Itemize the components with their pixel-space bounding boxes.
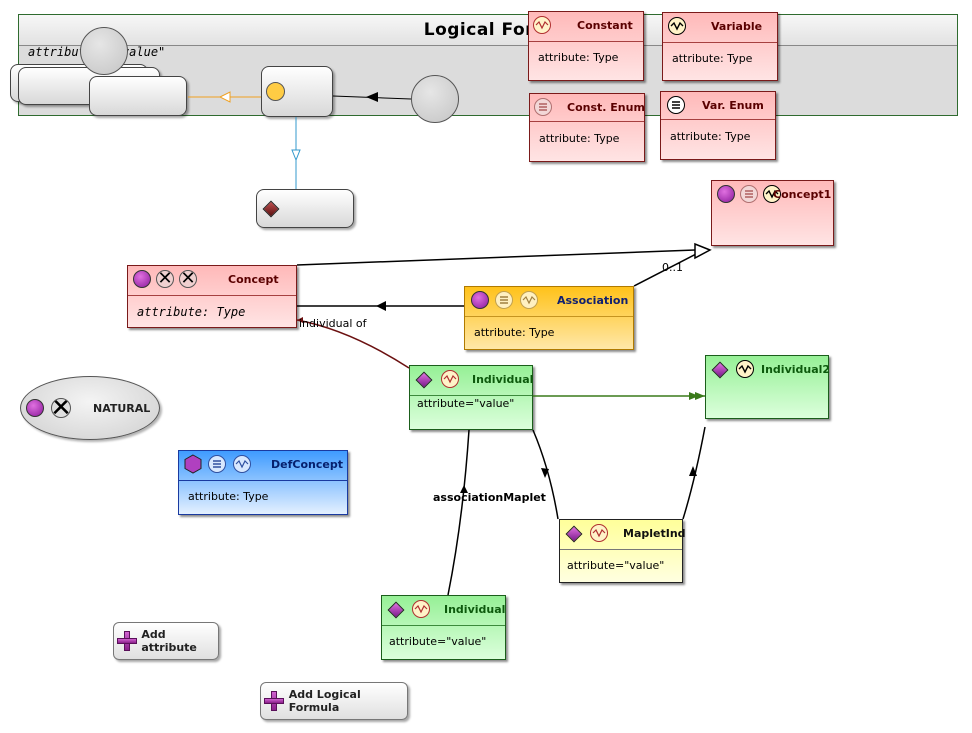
wave-icon: [520, 291, 538, 309]
generalization-link[interactable]: [296, 249, 696, 266]
concept1-title: Concept1: [773, 188, 832, 201]
palette-constant-card[interactable]: Constant attribute: Type: [528, 11, 644, 81]
list-icon: [667, 96, 685, 114]
individual-bottom-node[interactable]: Individual attribute="value": [381, 595, 506, 660]
mapletind-arrowhead: [541, 468, 549, 478]
hexagon-icon: [184, 454, 202, 474]
individual-of-link[interactable]: [296, 319, 410, 369]
formula-circle-node[interactable]: [80, 27, 128, 75]
formula-operator-box[interactable]: [261, 66, 333, 117]
individual-bottom-attribute: attribute="value": [389, 635, 487, 648]
concept-node[interactable]: ✕ ✕ Concept attribute: Type: [127, 265, 297, 328]
formula-stack-box-1[interactable]: [89, 76, 187, 116]
mapletind-title: MapletInd: [623, 527, 686, 540]
palette-variable-title: Variable: [711, 20, 763, 33]
natural-title: NATURAL: [93, 402, 151, 415]
mapletind-attribute: attribute="value": [567, 559, 665, 572]
list-icon: [740, 185, 758, 203]
wave-icon: [233, 455, 251, 473]
concept-circle-icon: [717, 185, 735, 203]
green-arrowhead-1: [695, 392, 705, 400]
palette-variable-card[interactable]: Variable attribute: Type: [662, 12, 778, 81]
add-attribute-label: Add attribute: [141, 628, 197, 654]
formula-leaf-box[interactable]: [256, 189, 354, 228]
natural-datatype-node[interactable]: ✕ NATURAL: [20, 376, 160, 440]
palette-const-enum-title: Const. Enum: [567, 101, 645, 114]
wave-icon: [441, 370, 459, 388]
individual-attribute: attribute="value": [417, 397, 515, 410]
add-logical-formula-label: Add Logical Formula: [288, 688, 361, 714]
association-maplet-label: associationMaplet: [433, 491, 546, 504]
orange-link-arrowhead: [218, 91, 231, 103]
palette-var-enum-title: Var. Enum: [702, 99, 764, 112]
disabled-list-icon: ✕: [156, 270, 174, 288]
wave-icon: [763, 185, 781, 203]
mapletind-node[interactable]: MapletInd attribute="value": [559, 519, 686, 583]
green-arrowhead-2: [689, 392, 699, 400]
concept-circle-icon: [26, 399, 44, 417]
add-attribute-button[interactable]: Add attribute: [113, 622, 219, 660]
list-icon: [534, 98, 552, 116]
individual-of-arrowhead: [297, 317, 303, 323]
individual2-arrowhead: [689, 466, 697, 476]
wave-icon: [533, 16, 551, 34]
association-attribute: attribute: Type: [474, 326, 555, 339]
defconcept-attribute: attribute: Type: [188, 490, 269, 503]
palette-const-enum-attribute: attribute: Type: [539, 132, 620, 145]
disabled-list-icon: ✕: [51, 398, 71, 418]
wave-icon: [590, 524, 608, 542]
palette-const-enum-card[interactable]: Const. Enum attribute: Type: [529, 93, 645, 162]
individual-title: Individual: [472, 373, 534, 386]
association-generalization-link[interactable]: [633, 251, 701, 287]
wave-icon: [668, 17, 686, 35]
plus-icon: [117, 631, 138, 651]
concept-circle-icon: [133, 270, 151, 288]
concept-title: Concept: [228, 273, 279, 286]
defconcept-node[interactable]: DefConcept attribute: Type: [178, 450, 348, 515]
formula-circle-node-right[interactable]: [411, 75, 459, 123]
concept1-node[interactable]: Concept1: [711, 180, 834, 246]
list-icon: [495, 291, 513, 309]
disabled-wave-icon: ✕: [179, 270, 197, 288]
mapletind-individual2-link[interactable]: [682, 426, 706, 520]
defconcept-title: DefConcept: [271, 458, 343, 471]
association-maplet-link[interactable]: [447, 429, 470, 596]
palette-var-enum-card[interactable]: Var. Enum attribute: Type: [660, 91, 776, 160]
cyan-link-arrowhead: [291, 149, 301, 162]
palette-variable-attribute: attribute: Type: [672, 52, 753, 65]
logical-formula-title: Logical Form: [19, 15, 957, 46]
yellow-circle-icon: [266, 82, 285, 101]
individual2-title: Individual2: [761, 363, 831, 376]
individual-mapletind-link[interactable]: [532, 429, 559, 520]
maplet-arrowhead-1: [460, 485, 468, 493]
association-title: Association: [557, 294, 629, 307]
wave-icon: [736, 360, 754, 378]
concept-attribute: attribute: Type: [137, 305, 246, 319]
concept-circle-icon: [471, 291, 489, 309]
concept-association-arrowhead: [376, 301, 386, 311]
add-logical-formula-button[interactable]: Add Logical Formula: [260, 682, 408, 720]
multiplicity-label: 0..1: [662, 261, 683, 274]
palette-var-enum-attribute: attribute: Type: [670, 130, 751, 143]
palette-constant-title: Constant: [577, 19, 633, 32]
individual-of-label: individual of: [299, 317, 367, 330]
list-icon: [208, 455, 226, 473]
plus-icon: [264, 691, 284, 711]
individual-bottom-title: Individual: [444, 603, 506, 616]
association-node[interactable]: Association attribute: Type: [464, 286, 634, 350]
individual2-node[interactable]: Individual2: [705, 355, 831, 419]
individual-node[interactable]: Individual attribute="value": [409, 365, 533, 430]
generalization-arrowhead: [694, 242, 712, 260]
wave-icon: [412, 600, 430, 618]
palette-constant-attribute: attribute: Type: [538, 51, 619, 64]
formula-black-arrowhead: [366, 92, 378, 102]
